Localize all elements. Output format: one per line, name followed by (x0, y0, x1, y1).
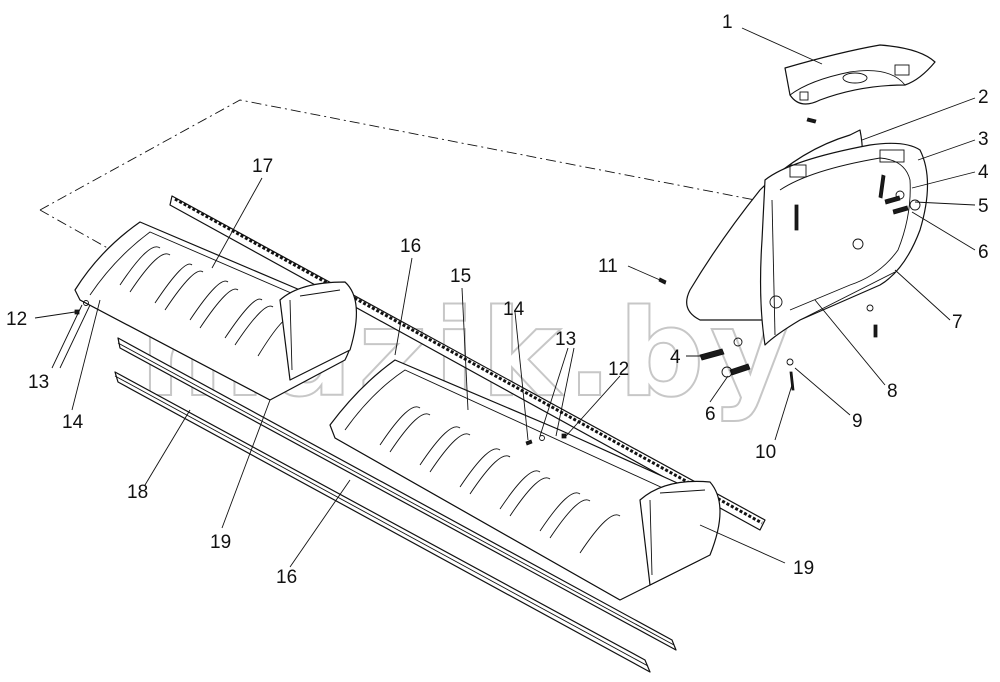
callout-6b: 6 (705, 404, 716, 425)
callout-13b: 13 (555, 329, 576, 350)
callout-2: 2 (978, 87, 989, 108)
callout-5: 5 (978, 196, 989, 217)
callout-9: 9 (852, 411, 863, 432)
callout-18: 18 (127, 482, 148, 503)
fastener-14b (525, 439, 533, 446)
tray-left (74, 221, 358, 401)
tray-left-ribs (119, 246, 293, 357)
tray-right-ribs (379, 406, 621, 554)
leader-lines (34, 27, 976, 568)
callout-14a: 14 (62, 412, 84, 433)
callout-19b: 19 (793, 558, 814, 579)
callout-14b: 14 (503, 299, 525, 320)
callout-13a: 13 (28, 372, 49, 393)
callout-12a: 12 (6, 309, 27, 330)
assembly-dashed-line (39, 99, 756, 256)
end-housing-assembly (658, 129, 929, 391)
callout-15: 15 (450, 266, 471, 287)
callout-6a: 6 (978, 242, 989, 263)
callout-7: 7 (952, 312, 963, 333)
callout-16a: 16 (400, 236, 421, 257)
callout-1: 1 (722, 12, 733, 33)
callout-4b: 4 (670, 347, 681, 368)
callout-19a: 19 (210, 532, 231, 553)
part-16-upper-chain (169, 195, 766, 531)
callout-labels: 1 2 3 4 5 6 7 8 9 10 11 4 6 12 13 14 17 … (6, 12, 989, 588)
part-16-lower-strip (117, 337, 677, 651)
fastener-13b (539, 435, 545, 441)
fastener-13a (83, 300, 89, 306)
callout-11: 11 (598, 256, 618, 277)
callout-12b: 12 (608, 359, 629, 380)
tray-right (329, 359, 721, 601)
callout-17: 17 (252, 156, 273, 177)
fastener-12b (561, 433, 567, 439)
part-1-cover (784, 44, 936, 124)
callout-8: 8 (887, 381, 898, 402)
callout-3: 3 (978, 129, 989, 150)
callout-16b: 16 (276, 567, 297, 588)
part-18-bar (114, 371, 651, 673)
callout-10: 10 (755, 442, 776, 463)
callout-4a: 4 (978, 162, 989, 183)
